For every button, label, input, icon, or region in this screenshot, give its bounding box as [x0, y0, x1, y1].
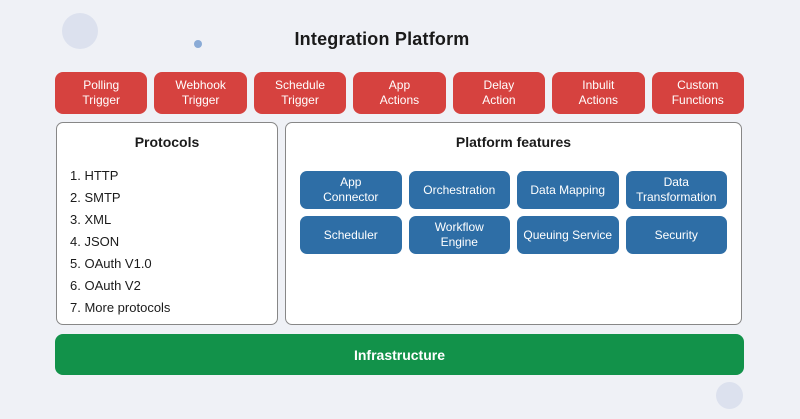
platform-features-grid: App Connector Orchestration Data Mapping… — [300, 171, 727, 254]
platform-features-title: Platform features — [455, 134, 572, 150]
decor-circle-bottom-right — [716, 382, 743, 409]
trigger-box-schedule-trigger: Schedule Trigger — [253, 72, 347, 114]
protocol-item: 1. HTTP — [70, 168, 119, 183]
trigger-row: Polling Trigger Webhook Trigger Schedule… — [55, 72, 744, 114]
feature-box-app-connector: App Connector — [300, 171, 402, 209]
platform-features-panel: Platform features App Connector Orchestr… — [285, 122, 742, 325]
protocol-item: 4. JSON — [70, 234, 120, 249]
protocols-panel: Protocols 1. HTTP 2. SMTP 3. XML 4. JSON… — [56, 122, 278, 325]
protocol-item: 2. SMTP — [70, 190, 121, 205]
feature-box-queuing-service: Queuing Service — [517, 216, 619, 254]
page-title: Integration Platform — [294, 29, 470, 49]
trigger-box-inbulit-actions: Inbulit Actions — [552, 72, 645, 114]
trigger-box-polling-trigger: Polling Trigger — [55, 72, 148, 114]
trigger-box-delay-action: Delay Action — [452, 72, 546, 114]
trigger-box-custom-functions: Custom Functions — [651, 72, 744, 114]
feature-box-scheduler: Scheduler — [300, 216, 402, 254]
protocol-item: 3. XML — [70, 212, 112, 227]
trigger-box-app-actions: App Actions — [353, 72, 446, 114]
protocols-title: Protocols — [134, 134, 200, 150]
feature-box-data-transformation: Data Transformation — [625, 171, 727, 209]
feature-box-workflow-engine: Workflow Engine — [408, 216, 510, 254]
decor-circle-top-left — [62, 13, 98, 49]
protocols-list: 1. HTTP 2. SMTP 3. XML 4. JSON 5. OAuth … — [70, 165, 277, 319]
protocol-item: 6. OAuth V2 — [70, 278, 141, 293]
protocol-item: 5. OAuth V1.0 — [70, 256, 152, 271]
feature-box-data-mapping: Data Mapping — [517, 171, 619, 209]
protocol-item: 7. More protocols — [70, 300, 171, 315]
infrastructure-bar: Infrastructure — [55, 334, 744, 375]
feature-box-orchestration: Orchestration — [408, 171, 510, 209]
decor-dot-top — [194, 40, 202, 48]
feature-box-security: Security — [625, 216, 727, 254]
trigger-box-webhook-trigger: Webhook Trigger — [154, 72, 247, 114]
